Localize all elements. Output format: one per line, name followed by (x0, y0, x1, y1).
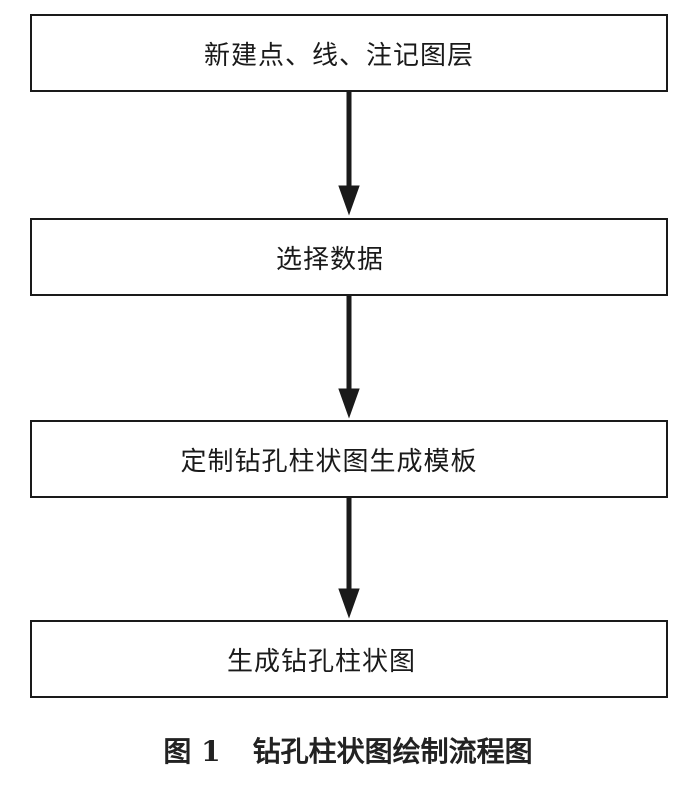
arrow-2-to-3 (338, 296, 360, 419)
flow-step-3-label: 定制钻孔柱状图生成模板 (180, 446, 478, 477)
flow-step-4-label: 生成钻孔柱状图 (226, 646, 416, 677)
figure-number: 图 1 (163, 735, 221, 768)
flow-step-1: 新建点、线、注记图层 (30, 14, 668, 92)
flow-step-4: 生成钻孔柱状图 (30, 620, 668, 698)
flow-step-2-label: 选择数据 (275, 244, 384, 275)
flow-step-2: 选择数据 (30, 218, 668, 296)
flow-step-1-label: 新建点、线、注记图层 (203, 40, 474, 71)
figure-title: 钻孔柱状图绘制流程图 (252, 735, 533, 768)
arrow-1-to-2 (338, 92, 360, 216)
figure-caption: 图 1 钻孔柱状图绘制流程图 (0, 730, 696, 770)
flow-step-3: 定制钻孔柱状图生成模板 (30, 420, 668, 498)
arrow-3-to-4 (338, 498, 360, 619)
